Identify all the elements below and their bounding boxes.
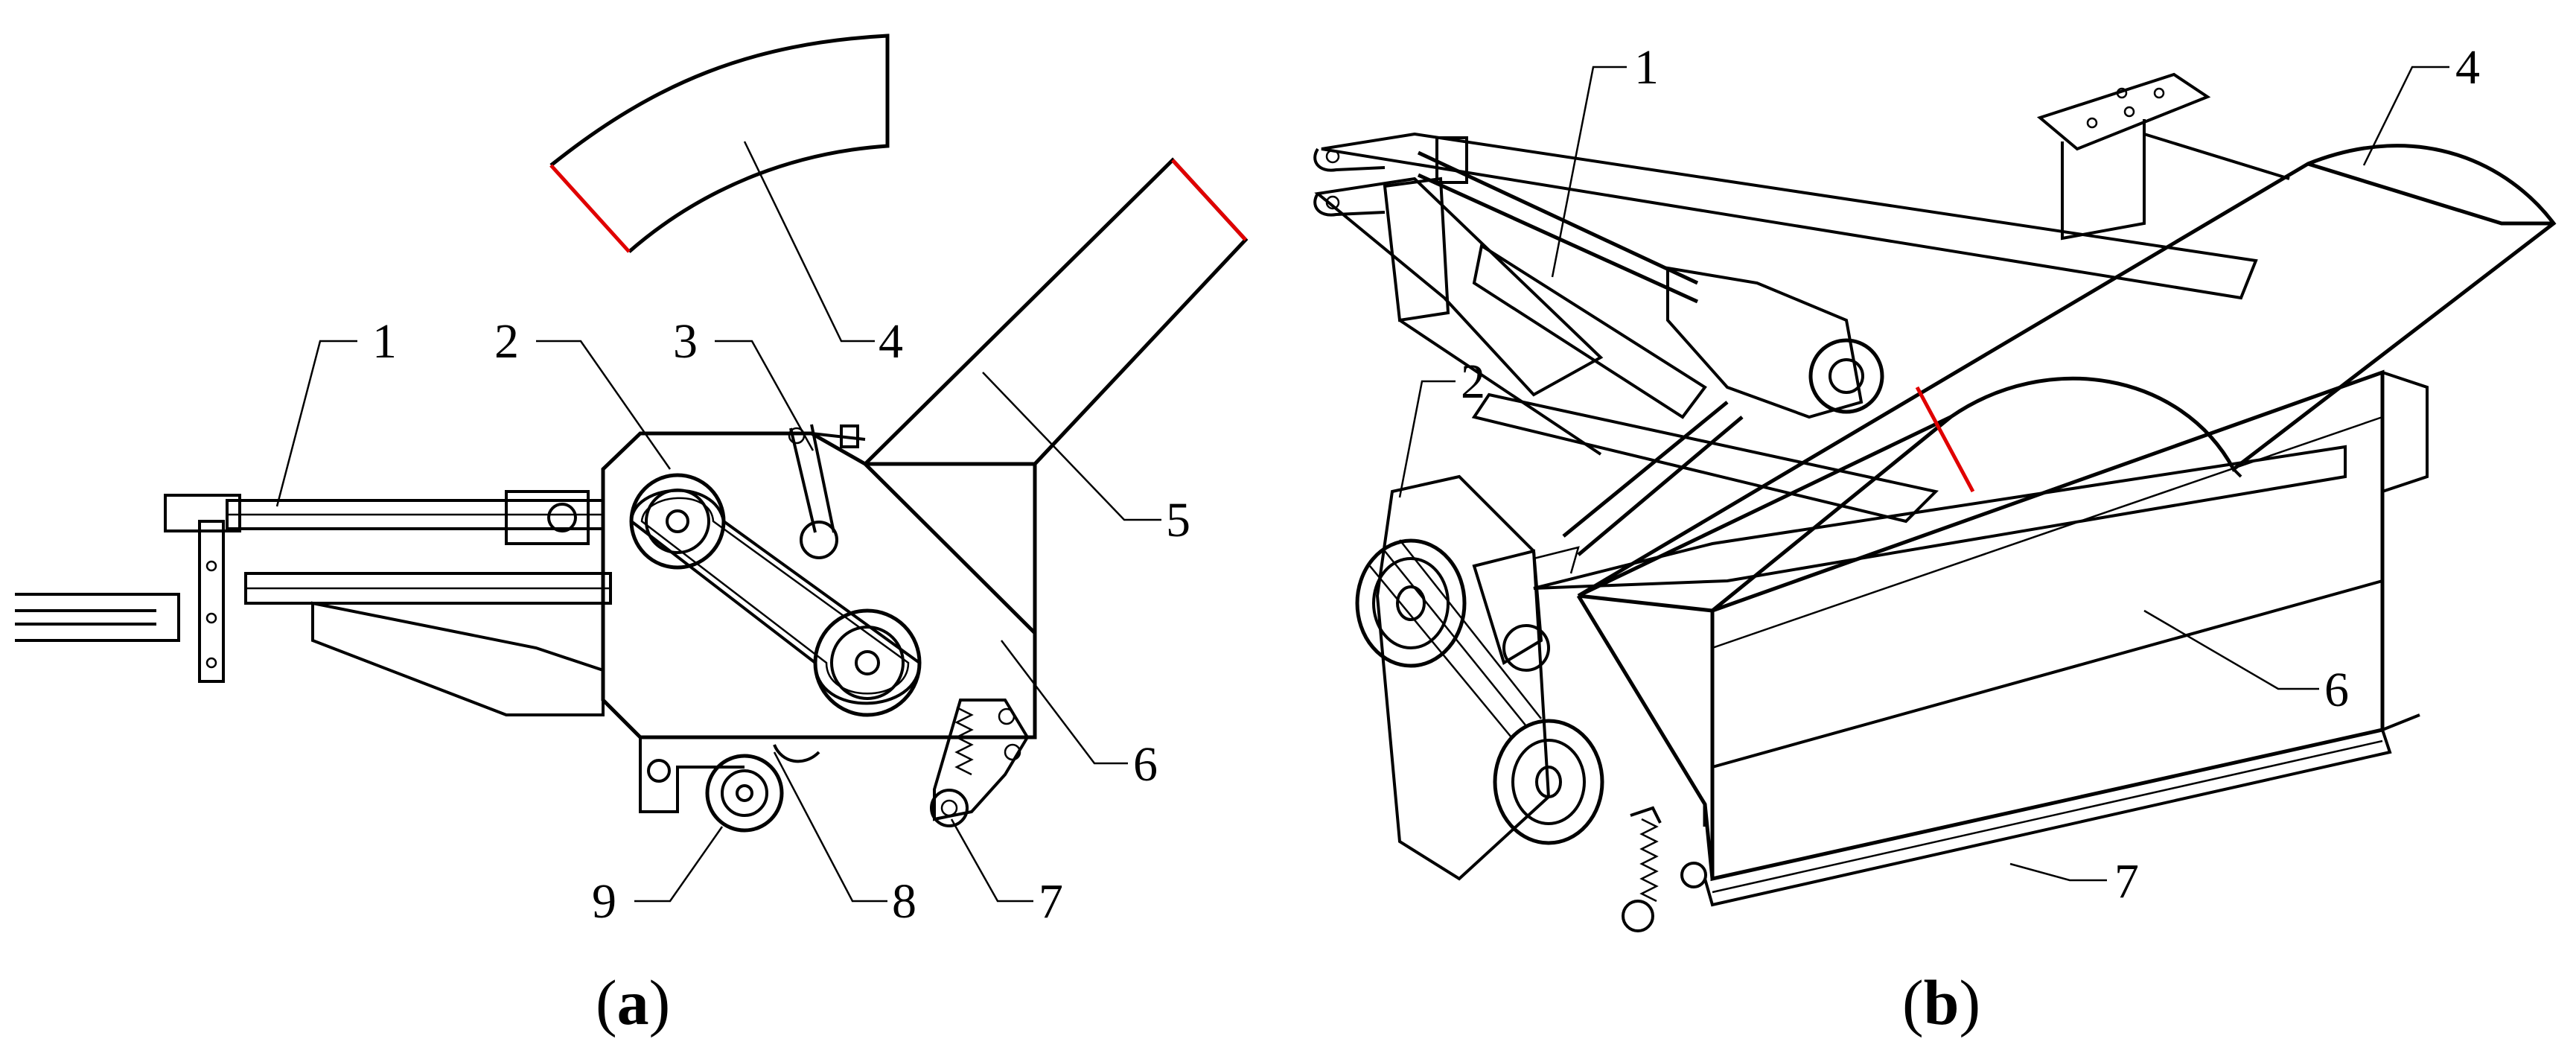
guide-wheel bbox=[639, 737, 820, 833]
tensioner-spring-b bbox=[1622, 806, 1707, 932]
leaders-a bbox=[275, 141, 1161, 903]
callout-b-2: 2 bbox=[1461, 354, 1485, 409]
driveline bbox=[1417, 136, 1884, 556]
callout-b-4: 4 bbox=[2455, 40, 2480, 95]
callout-a-4: 4 bbox=[879, 314, 903, 369]
mounting-plate bbox=[2036, 72, 2290, 241]
callout-a-2: 2 bbox=[494, 314, 519, 369]
panel-b-perspective-view: 1 2 4 6 7 (b) bbox=[1313, 40, 2557, 1038]
callout-b-1: 1 bbox=[1634, 40, 1659, 95]
panel-b-caption-letter: b bbox=[1924, 967, 1960, 1038]
hitch-pins bbox=[1313, 147, 1386, 217]
deflector-curve-part bbox=[549, 34, 890, 253]
pulley-housing-b bbox=[1355, 474, 1604, 881]
callout-a-7: 7 bbox=[1039, 874, 1063, 929]
belt-housing bbox=[601, 424, 1037, 739]
callout-b-6: 6 bbox=[2324, 663, 2349, 717]
callouts-a: 1 2 3 4 5 6 7 8 9 bbox=[372, 314, 1190, 929]
tensioner-spring bbox=[930, 699, 1030, 827]
hitch-frame bbox=[15, 490, 612, 716]
callout-a-5: 5 bbox=[1166, 493, 1190, 547]
callout-a-3: 3 bbox=[673, 314, 698, 369]
panel-a-side-view: 1 2 3 4 5 6 7 8 9 (a) bbox=[15, 34, 1249, 1038]
leaders-b bbox=[1398, 66, 2449, 882]
callout-a-9: 9 bbox=[592, 874, 616, 929]
panel-b-caption: (b) bbox=[1902, 967, 1980, 1038]
callouts-b: 1 2 4 6 7 bbox=[1461, 40, 2480, 909]
callout-a-1: 1 bbox=[372, 314, 397, 369]
callout-a-6: 6 bbox=[1133, 737, 1158, 792]
callout-a-8: 8 bbox=[892, 874, 916, 929]
callout-b-7: 7 bbox=[2114, 854, 2139, 909]
main-frame bbox=[1314, 132, 2347, 590]
housing-box bbox=[1703, 369, 2429, 882]
panel-a-caption-letter: a bbox=[617, 967, 649, 1038]
panel-a-caption: (a) bbox=[596, 967, 670, 1038]
bottom-roller bbox=[1703, 729, 2392, 907]
